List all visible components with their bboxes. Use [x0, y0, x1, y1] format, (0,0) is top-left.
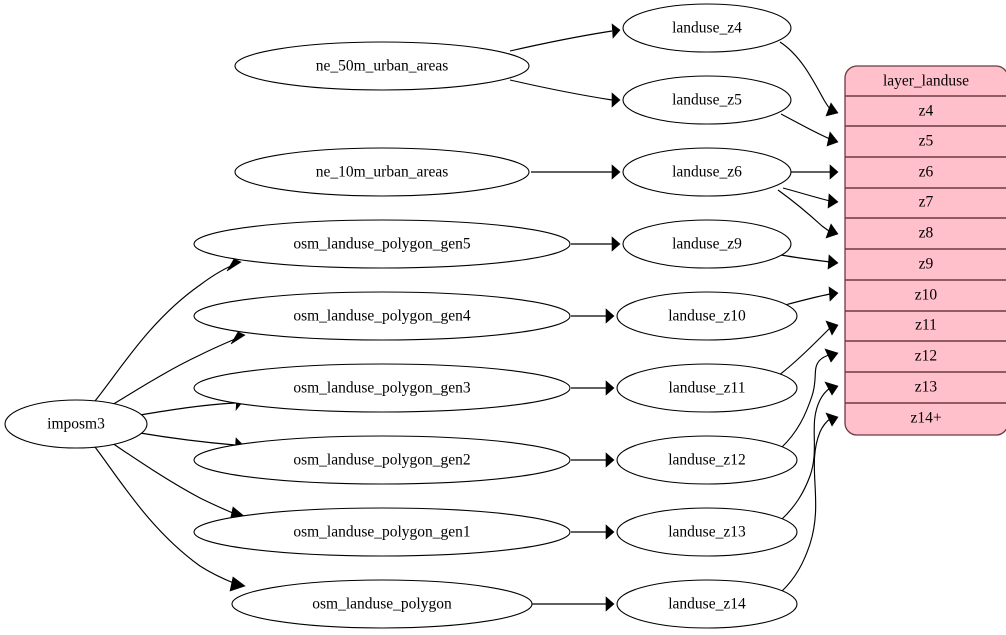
edge-osm_landuse_polygon_gen4-to-landuse_z10: [571, 308, 615, 324]
layer-table-row-z10[interactable]: z10: [845, 280, 1006, 311]
edge-landuse_z5-to-row-z5: [780, 113, 839, 147]
edge-osm_landuse_polygon-to-landuse_z14: [531, 596, 615, 612]
layer-table-row-z6[interactable]: z6: [845, 157, 1006, 188]
node-landuse_z11[interactable]: landuse_z11: [616, 363, 798, 413]
edge-osm_landuse_polygon_gen5-to-landuse_z9: [571, 236, 621, 252]
layer-table-row-z9[interactable]: z9: [845, 249, 1006, 280]
node-landuse_z6[interactable]: landuse_z6: [622, 147, 792, 197]
node-landuse_z4[interactable]: landuse_z4: [622, 3, 792, 53]
node-landuse_z9[interactable]: landuse_z9: [622, 219, 792, 269]
edge-landuse_z6-to-row-z7: [782, 187, 839, 209]
node-imposm3[interactable]: imposm3: [4, 399, 148, 449]
edge-imposm3-to-osm_landuse_polygon_gen4: [111, 331, 246, 406]
edge-landuse_z6-to-row-z6: [791, 164, 839, 180]
node-landuse_z10[interactable]: landuse_z10: [616, 291, 798, 341]
node-osm_landuse_polygon_gen3[interactable]: osm_landuse_polygon_gen3: [193, 363, 571, 413]
edge-ne_10m_urban_areas-to-landuse_z6: [531, 164, 621, 180]
node-osm_landuse_polygon_gen1[interactable]: osm_landuse_polygon_gen1: [193, 507, 571, 557]
edge-ne_50m_urban_areas-to-landuse_z4: [509, 23, 621, 52]
node-layer: imposm3 ne_50m_urban_areas ne_10m_urban_…: [4, 3, 798, 629]
node-osm_landuse_polygon_gen2[interactable]: osm_landuse_polygon_gen2: [193, 435, 571, 485]
layer-table-row-z12[interactable]: z12: [845, 341, 1006, 372]
node-osm_landuse_polygon[interactable]: osm_landuse_polygon: [231, 579, 533, 629]
node-osm_landuse_polygon_gen5[interactable]: osm_landuse_polygon_gen5: [193, 219, 571, 269]
edge-landuse_z9-to-row-z9: [780, 254, 839, 270]
edge-landuse_z4-to-row-z4: [779, 41, 839, 117]
layer-table-row-z14plus[interactable]: z14+: [845, 403, 1006, 435]
edge-landuse_z13-to-row-z13: [780, 381, 839, 521]
edge-landuse_z12-to-row-z12: [780, 348, 839, 449]
edge-ne_50m_urban_areas-to-landuse_z5: [509, 79, 621, 108]
node-ne_50m_urban_areas[interactable]: ne_50m_urban_areas: [234, 41, 530, 91]
edge-imposm3-to-osm_landuse_polygon_gen5: [94, 258, 242, 402]
node-landuse_z12[interactable]: landuse_z12: [616, 435, 798, 485]
edge-osm_landuse_polygon_gen1-to-landuse_z13: [571, 524, 615, 540]
node-osm_landuse_polygon_gen4[interactable]: osm_landuse_polygon_gen4: [193, 291, 571, 341]
layer-table-row-z13[interactable]: z13: [845, 372, 1006, 403]
layer-table-row-z11[interactable]: z11: [845, 311, 1006, 341]
node-ne_10m_urban_areas[interactable]: ne_10m_urban_areas: [234, 147, 530, 197]
layer-table-row-z8[interactable]: z8: [845, 218, 1006, 249]
edge-imposm3-to-osm_landuse_polygon: [94, 446, 246, 592]
node-landuse_z14[interactable]: landuse_z14: [616, 579, 798, 629]
edge-landuse_z6-to-row-z8: [777, 189, 839, 239]
layer-table-row-z4[interactable]: z4: [845, 96, 1006, 126]
node-landuse_z5[interactable]: landuse_z5: [622, 75, 792, 125]
layer-table-dividers: [845, 95, 1006, 404]
edge-landuse_z14-to-row-z14plus: [780, 412, 839, 593]
edge-landuse_z11-to-row-z11: [777, 320, 839, 377]
edge-osm_landuse_polygon_gen3-to-landuse_z11: [571, 380, 615, 396]
edge-osm_landuse_polygon_gen2-to-landuse_z12: [571, 452, 615, 468]
layer-table-row-z7[interactable]: z7: [845, 188, 1006, 218]
layer-table-row-z5[interactable]: z5: [845, 126, 1006, 157]
node-landuse_z13[interactable]: landuse_z13: [616, 507, 798, 557]
layer-landuse-table[interactable]: layer_landuse z4 z5 z6 z7 z8 z9 z10: [844, 65, 1006, 436]
edge-landuse_z10-to-row-z10: [784, 286, 839, 306]
